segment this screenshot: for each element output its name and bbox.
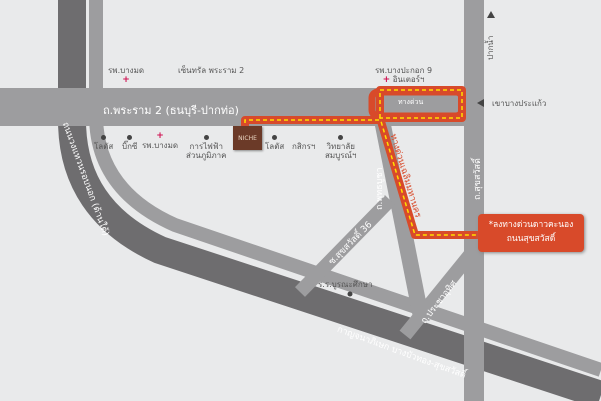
east-direction-label: เขาบางประแก้ว	[492, 99, 547, 108]
pracha-uthit-road	[399, 245, 480, 340]
poi-bigc: บิ๊กซี	[122, 133, 137, 151]
poi-label: การไฟฟ้า	[189, 142, 223, 151]
poi-label: รพ.บางมด	[142, 141, 179, 150]
poi-school: วิทยาลัยสมบูรณ์ฯ	[325, 133, 356, 160]
poi-label: รพ.บางมด	[108, 66, 145, 75]
east-arrow-icon	[477, 99, 484, 107]
poi-label: ร.ร.บูรณะศึกษา	[318, 280, 373, 289]
hospital-icon: +	[122, 75, 130, 85]
poi-kasikorn: กสิกรฯ	[292, 133, 315, 151]
poi-label: วิทยาลัย	[326, 142, 355, 151]
poi-central: เซ็นทรัล พระราม 2	[178, 66, 244, 75]
dot-icon	[203, 135, 209, 140]
poi-bangmod-hosp: +รพ.บางมด	[142, 131, 179, 151]
soi-road	[294, 195, 396, 297]
poi-label: อินเตอร์ฯ	[392, 75, 425, 84]
expressway-exit-note: *ลงทางด่วนดาวคะนองถนนสุขสวัสดิ์	[478, 214, 584, 252]
dot-icon	[338, 135, 344, 140]
route-dashes	[244, 89, 480, 236]
phutthabucha-label: ถ.พุทธบูชา	[375, 167, 385, 210]
poi-label: สมบูรณ์ฯ	[325, 151, 357, 160]
poi-label: โลตัส	[94, 142, 114, 151]
north-direction-label: ปากน้ำ	[486, 35, 495, 60]
poi-label: รพ.บางปะกอก 9	[375, 66, 433, 75]
note-line: *ลงทางด่วนดาวคะนอง	[488, 220, 574, 230]
poi-label: เซ็นทรัล พระราม 2	[178, 66, 245, 75]
poi-school-b: ร.ร.บูรณะศึกษา	[318, 280, 372, 289]
dot-icon	[272, 135, 278, 140]
sukhumvit-label: ถ.สุขสวัสดิ์	[473, 158, 483, 200]
poi-lotus2: โลตัส	[265, 133, 284, 151]
hospital-icon: +	[382, 75, 391, 85]
poi-label: บิ๊กซี	[122, 142, 138, 151]
outer-ring-road	[58, 0, 601, 401]
sukhumvit-road	[464, 0, 484, 401]
dot-icon	[127, 135, 133, 140]
note-line: ถนนสุขสวัสดิ์	[506, 234, 556, 244]
hospital-icon: +	[156, 131, 164, 141]
poi-label: ส่วนภูมิภาค	[186, 151, 227, 160]
school-dot	[347, 291, 353, 297]
poi-lotus: โลตัส	[94, 133, 113, 151]
poi-label: โลตัส	[265, 142, 285, 151]
rama2-label: ถ.พระราม 2 (ธนบุรี-ปากท่อ)	[103, 104, 239, 117]
dot-icon	[101, 135, 107, 140]
niche-marker: NICHE	[233, 126, 262, 150]
poi-pea: การไฟฟ้าส่วนภูมิภาค	[186, 133, 227, 160]
expressway-label: ทางด่วน	[398, 98, 424, 106]
poi-label: กสิกรฯ	[292, 142, 316, 151]
north-arrow-icon	[487, 11, 495, 18]
poi-bangmod-top: รพ.บางมด+	[108, 66, 144, 85]
poi-hosp-bangpakok: รพ.บางปะกอก 9+ อินเตอร์ฯ	[375, 66, 432, 85]
